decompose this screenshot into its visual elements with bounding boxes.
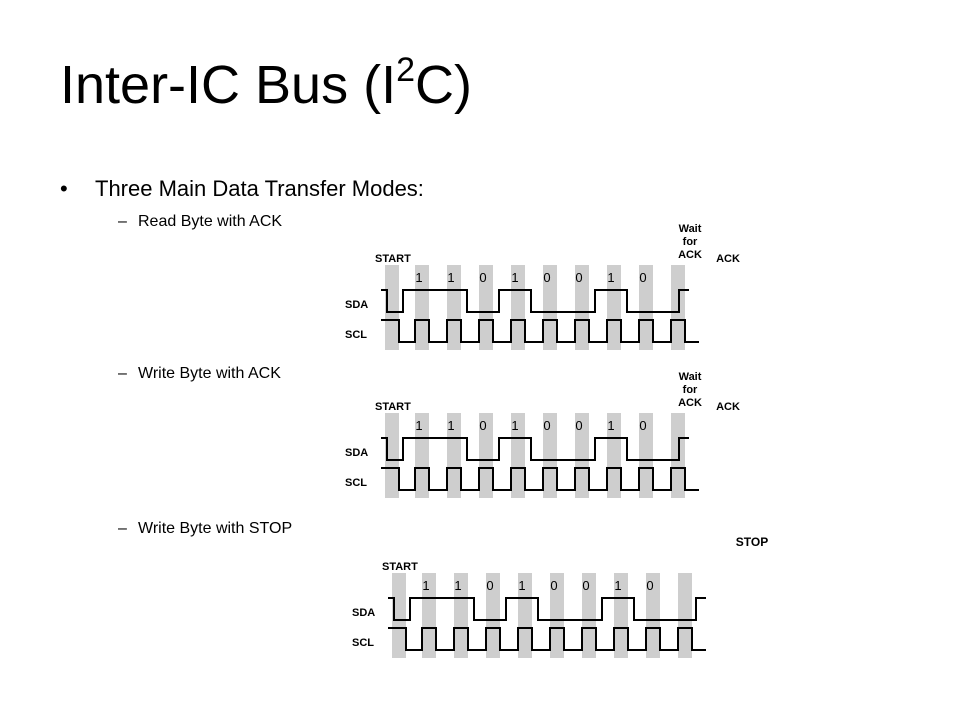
clock-high-band	[415, 265, 429, 350]
wait-for-ack-label: ACK	[678, 397, 702, 409]
mode-write-byte-ack: –Write Byte with ACK	[118, 365, 281, 383]
sda-label: SDA	[345, 447, 368, 459]
wait-for-ack-label: Wait	[679, 223, 702, 235]
clock-high-band	[607, 265, 621, 350]
clock-high-band	[385, 413, 399, 498]
bit-label: 1	[518, 578, 525, 593]
bit-label: 0	[479, 270, 486, 285]
clock-high-band	[607, 413, 621, 498]
wait-for-ack-label: ACK	[678, 249, 702, 261]
bit-label: 0	[543, 418, 550, 433]
bit-label: 0	[479, 418, 486, 433]
bit-label: 1	[511, 418, 518, 433]
bit-label: 0	[639, 270, 646, 285]
bit-label: 0	[543, 270, 550, 285]
dash: –	[118, 213, 127, 230]
scl-label: SCL	[345, 477, 367, 489]
clock-high-band	[639, 265, 653, 350]
clock-high-band	[415, 413, 429, 498]
slide-title: Inter-IC Bus (I2C)	[60, 53, 472, 115]
title-superscript: 2	[396, 51, 415, 89]
scl-label: SCL	[345, 329, 367, 341]
bit-label: 1	[422, 578, 429, 593]
bit-label: 1	[447, 418, 454, 433]
clock-high-band	[678, 573, 692, 658]
sda-waveform	[381, 289, 689, 313]
clock-high-band	[518, 573, 532, 658]
write-byte-stop-timing-diagram: START SDA SCL 1 1 0 1 0 0 1 0 STOP	[352, 535, 768, 658]
clock-high-band	[479, 413, 493, 498]
bit-label: 0	[639, 418, 646, 433]
scl-label: SCL	[352, 637, 374, 649]
wait-for-ack-label: for	[683, 236, 698, 248]
bit-label: 1	[415, 270, 422, 285]
clock-high-band	[575, 265, 589, 350]
clock-high-band	[575, 413, 589, 498]
bit-label: 1	[607, 418, 614, 433]
bullet-item: • Three Main Data Transfer Modes:	[60, 176, 424, 202]
clock-high-band	[543, 413, 557, 498]
ack-label: ACK	[716, 401, 740, 413]
ack-label: ACK	[716, 253, 740, 265]
mode-label: Write Byte with STOP	[138, 520, 293, 537]
bullet-dot: •	[60, 176, 68, 201]
wait-for-ack-label: for	[683, 384, 698, 396]
clock-high-band	[447, 413, 461, 498]
bit-label: 0	[646, 578, 653, 593]
bit-label: 1	[415, 418, 422, 433]
stop-label: STOP	[736, 535, 768, 549]
mode-read-byte-ack: –Read Byte with ACK	[118, 213, 282, 231]
sda-waveform	[388, 597, 706, 621]
clock-high-band	[422, 573, 436, 658]
clock-high-band	[639, 413, 653, 498]
mode-label: Read Byte with ACK	[138, 213, 283, 230]
scl-waveform	[381, 319, 699, 343]
bit-label: 1	[607, 270, 614, 285]
clock-high-band	[511, 265, 525, 350]
start-label: START	[375, 401, 411, 413]
clock-high-band	[550, 573, 564, 658]
clock-high-band	[582, 573, 596, 658]
bit-label: 1	[454, 578, 461, 593]
bit-label: 0	[486, 578, 493, 593]
sda-waveform	[381, 437, 689, 461]
clock-high-band	[392, 573, 406, 658]
clock-high-band	[543, 265, 557, 350]
scl-waveform	[388, 627, 706, 651]
bit-label: 0	[575, 418, 582, 433]
clock-high-band	[511, 413, 525, 498]
clock-high-band	[454, 573, 468, 658]
bit-label: 0	[582, 578, 589, 593]
sda-label: SDA	[352, 607, 375, 619]
mode-label: Write Byte with ACK	[138, 365, 281, 382]
title-end: C)	[415, 55, 472, 115]
dash: –	[118, 520, 127, 537]
bit-label: 0	[575, 270, 582, 285]
start-label: START	[382, 561, 418, 573]
wait-for-ack-label: Wait	[679, 371, 702, 383]
clock-high-band	[486, 573, 500, 658]
sda-label: SDA	[345, 299, 368, 311]
clock-high-band	[447, 265, 461, 350]
bit-label: 0	[550, 578, 557, 593]
bit-label: 1	[614, 578, 621, 593]
clock-high-band	[646, 573, 660, 658]
clock-high-band	[385, 265, 399, 350]
mode-write-byte-stop: –Write Byte with STOP	[118, 520, 292, 538]
clock-high-band	[479, 265, 493, 350]
start-label: START	[375, 253, 411, 265]
bit-label: 1	[447, 270, 454, 285]
dash: –	[118, 365, 127, 382]
bullet-text: Three Main Data Transfer Modes:	[95, 176, 424, 201]
scl-waveform	[381, 467, 699, 491]
title-main: Inter-IC Bus (I	[60, 55, 397, 115]
bit-label: 1	[511, 270, 518, 285]
clock-high-band	[614, 573, 628, 658]
